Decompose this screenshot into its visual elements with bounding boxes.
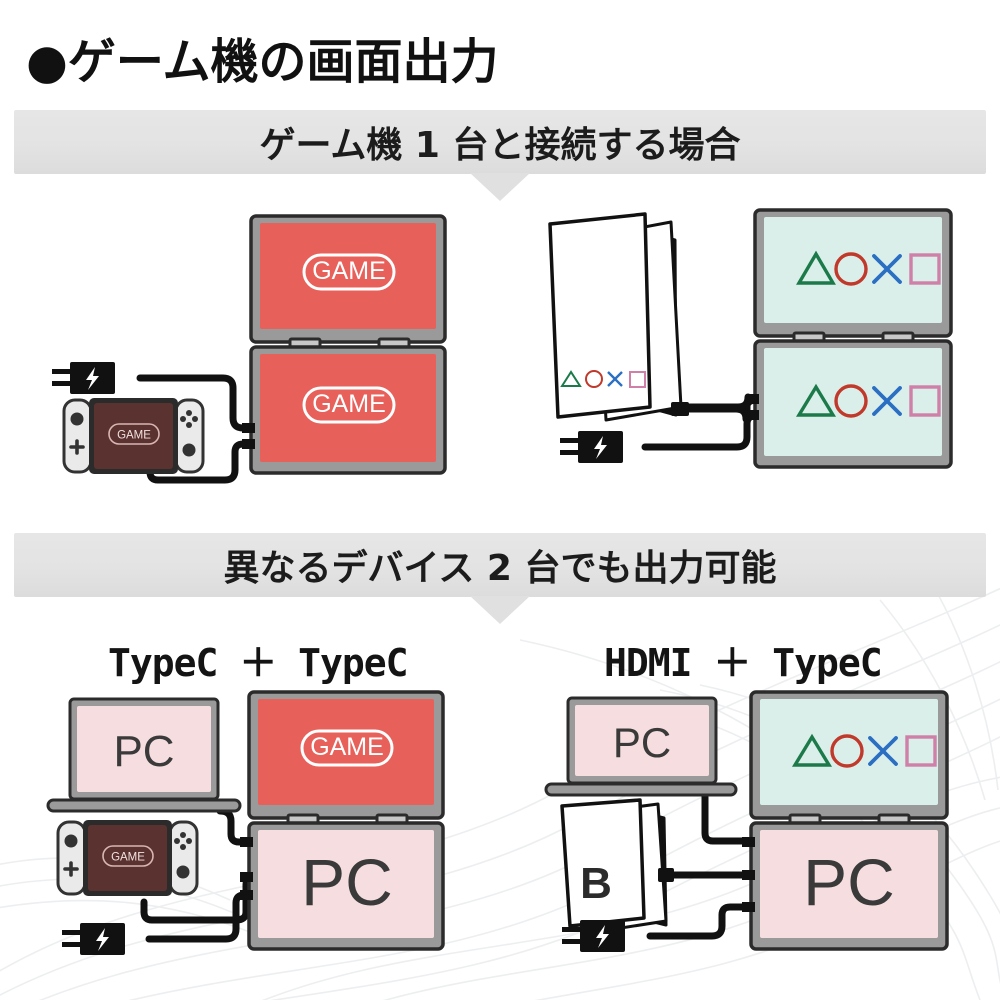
diagram-laptop-plus-ps5: PC B bbox=[540, 690, 970, 960]
monitor-bottom-screen-label: PC bbox=[301, 845, 393, 919]
ps-symbols-top-screen bbox=[791, 733, 937, 768]
banner-notch bbox=[470, 173, 530, 201]
console-label: B bbox=[580, 859, 612, 908]
laptop-device: PC bbox=[46, 697, 242, 813]
monitor-top-screen-label: GAME bbox=[312, 257, 386, 285]
dual-monitor-ps bbox=[746, 208, 953, 469]
banner-bar bbox=[14, 110, 986, 174]
section-2-banner-text: 異なるデバイス 2 台でも出力可能 bbox=[223, 548, 777, 589]
diagram-ps5-to-dual-monitor bbox=[540, 208, 970, 500]
power-plug-icon bbox=[62, 923, 125, 955]
nintendo-switch-device: GAME bbox=[62, 398, 205, 474]
sub-label-hdmi-typec: HDMI ＋ TypeC bbox=[604, 641, 883, 685]
power-plug-icon bbox=[560, 431, 623, 463]
banner-bar bbox=[14, 533, 986, 597]
playstation-5-console bbox=[548, 212, 689, 422]
section-1-banner-text: ゲーム機 1 台と接続する場合 bbox=[259, 125, 741, 166]
ps-symbols-top-screen bbox=[796, 250, 941, 286]
ps-symbols-console bbox=[560, 370, 646, 388]
monitor-bottom-screen-label: GAME bbox=[312, 390, 386, 418]
laptop-screen-label: PC bbox=[113, 727, 174, 776]
laptop-screen-label: PC bbox=[613, 719, 671, 766]
switch-screen-label: GAME bbox=[117, 430, 151, 442]
monitor-bottom-screen-label: PC bbox=[803, 845, 895, 919]
diagram-laptop-plus-switch: PC GAME bbox=[40, 690, 460, 960]
section-2-banner: 異なるデバイス 2 台でも出力可能 bbox=[14, 533, 986, 624]
cable-group-2 bbox=[683, 393, 752, 411]
diagram-switch-to-dual-monitor: GAME GAME GAME bbox=[40, 210, 460, 500]
laptop-device: PC bbox=[544, 696, 738, 797]
playstation-5-console: B bbox=[560, 798, 674, 932]
section-1-banner: ゲーム機 1 台と接続する場合 bbox=[14, 110, 986, 201]
sub-label-typec-typec: TypeC ＋ TypeC bbox=[108, 641, 409, 685]
dual-monitor-game: GAME GAME bbox=[242, 214, 447, 475]
cable-group bbox=[136, 374, 255, 484]
page-title: ●ゲーム機の画面出力 bbox=[26, 34, 499, 90]
monitor-top-screen-label: GAME bbox=[310, 733, 384, 761]
ps-symbols-bottom-screen bbox=[795, 383, 941, 418]
banner-notch bbox=[470, 596, 530, 624]
dual-monitor-ps-pc: PC bbox=[742, 690, 949, 951]
dual-monitor-game-pc: GAME PC bbox=[240, 690, 445, 951]
power-plug-icon bbox=[52, 362, 115, 394]
power-plug-icon bbox=[562, 920, 625, 952]
nintendo-switch-device: GAME bbox=[56, 820, 199, 896]
switch-screen-label: GAME bbox=[111, 852, 145, 864]
